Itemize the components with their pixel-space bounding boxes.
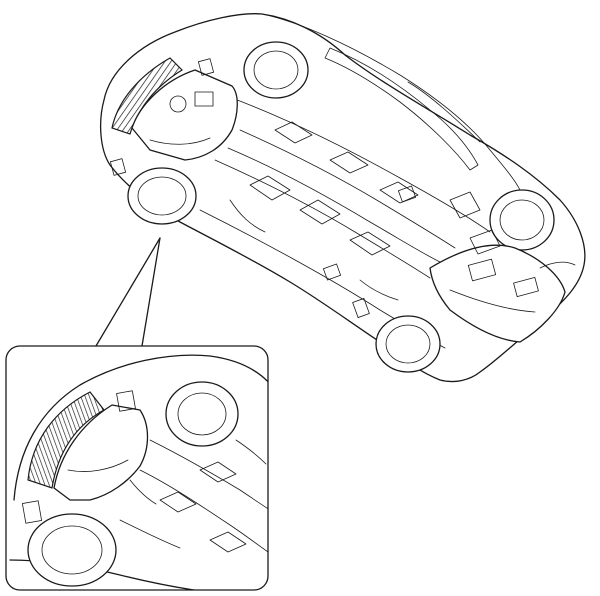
front-left-wheel — [127, 167, 197, 225]
inset-front-left-wheel — [27, 513, 117, 587]
wheels — [127, 41, 555, 373]
roof-line — [261, 13, 521, 191]
windshield — [324, 47, 479, 171]
floor-pan — [214, 121, 456, 301]
callout-leader — [95, 237, 161, 347]
inset-content — [9, 354, 268, 590]
right-sill — [231, 97, 491, 233]
rear-left-wheel — [375, 315, 441, 373]
rear-right-wheel — [489, 189, 555, 251]
front-under-cover — [109, 58, 238, 176]
tunnel — [227, 147, 441, 263]
inset-under-cover — [53, 404, 149, 501]
rear-underbody — [352, 191, 576, 343]
fuel-tank — [429, 244, 566, 343]
under-cover-panel — [131, 69, 238, 161]
front-right-wheel — [243, 41, 309, 99]
detail-inset — [5, 345, 269, 591]
rear-window — [407, 81, 481, 143]
inset-front-right-wheel — [165, 381, 239, 447]
